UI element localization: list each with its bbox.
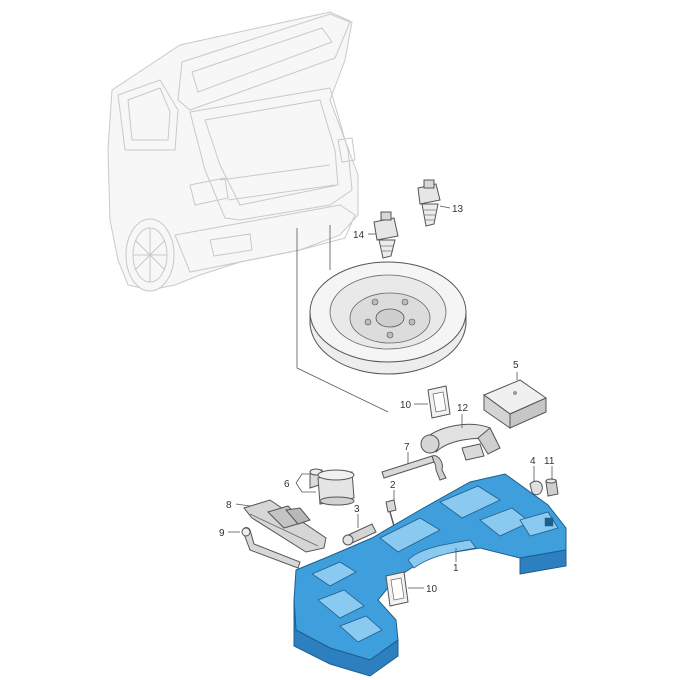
- part-10-bracket-lower: [385, 571, 409, 607]
- callout-3: 3: [354, 504, 360, 515]
- part-4-clip: [529, 480, 543, 496]
- callout-13: 13: [452, 204, 464, 215]
- part-5-box: [482, 379, 548, 429]
- spare-wheel: [309, 261, 467, 375]
- leader-6: [295, 473, 316, 493]
- callout-5: 5: [513, 360, 519, 371]
- part-1-tray: [293, 473, 567, 677]
- part-9-crank: [241, 527, 301, 569]
- callout-9: 9: [219, 528, 225, 539]
- callout-4: 4: [530, 456, 536, 467]
- leader-8: [235, 503, 251, 507]
- part-14-bolt: [373, 211, 399, 259]
- part-2-screw: [385, 499, 397, 527]
- callout-14: 14: [353, 230, 365, 241]
- leader-vehicle-to-tyre: [296, 228, 389, 413]
- vehicle-rear-illustration: [107, 11, 359, 292]
- part-6-sleeves: [309, 468, 355, 506]
- leader-13: [439, 205, 451, 209]
- part-12-tow-eye: [420, 423, 501, 461]
- callout-2: 2: [390, 480, 396, 491]
- part-10-bracket-upper: [427, 385, 451, 419]
- part-11-cap: [545, 478, 559, 497]
- part-3-adapter: [342, 523, 377, 546]
- callout-10-lower: 10: [426, 584, 438, 595]
- callout-10-upper: 10: [400, 400, 412, 411]
- part-7-wheel-brace: [381, 455, 447, 481]
- callout-12: 12: [457, 403, 469, 414]
- callout-7: 7: [404, 442, 410, 453]
- callout-1: 1: [453, 563, 459, 574]
- part-8-jack: [243, 499, 327, 553]
- callout-11: 11: [544, 456, 555, 467]
- part-13-bolt: [417, 179, 441, 227]
- callout-6: 6: [284, 479, 290, 490]
- callout-8: 8: [226, 500, 232, 511]
